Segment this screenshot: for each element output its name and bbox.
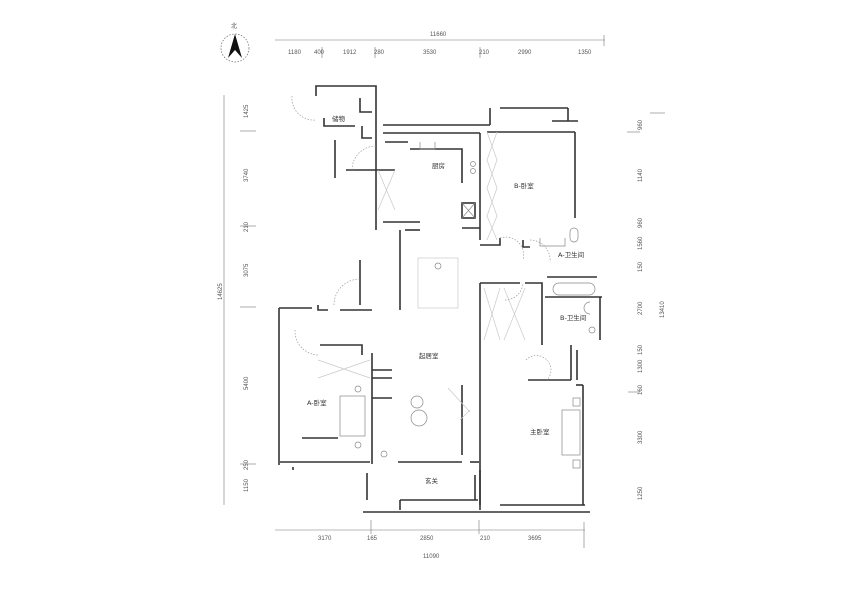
dim-label: 5400 [244, 376, 250, 390]
top-total-dim: 11660 [430, 32, 447, 38]
door-swings [291, 95, 552, 381]
left-dimension: 14625 1425 3740 210 3075 5400 250 1150 [218, 95, 256, 505]
dim-label: 3075 [244, 263, 250, 277]
room-label-bedroom-a: A-卧室 [307, 398, 327, 407]
dim-label: 160 [638, 384, 644, 395]
room-label-bathroom-b: B-卫生间 [560, 313, 586, 322]
compass-label: 北 [231, 22, 237, 30]
dim-label: 1180 [288, 50, 302, 56]
bed-icon [339, 395, 366, 437]
annotation-lines [317, 131, 526, 421]
room-label-bedroom-b: B-卧室 [514, 181, 534, 190]
dim-label: 1250 [638, 486, 644, 500]
room-label-living: 起居室 [419, 351, 439, 360]
dim-label: 3695 [528, 536, 542, 542]
stove-burner-icon [470, 161, 476, 167]
dim-label: 2990 [518, 50, 532, 56]
dim-label: 960 [638, 119, 644, 130]
bed-icon [561, 409, 581, 456]
dim-label: 1425 [244, 104, 250, 118]
stove-burner-icon [470, 168, 476, 174]
dim-label: 960 [638, 217, 644, 228]
dim-label: 150 [638, 344, 644, 355]
dim-label: 3300 [638, 430, 644, 444]
top-dimension: 11660 1180 400 1912 280 3530 210 2990 13… [275, 32, 605, 58]
left-total-dim: 14625 [218, 283, 224, 300]
dim-label: 280 [374, 50, 385, 56]
dim-label: 210 [244, 221, 250, 232]
dim-label: 165 [367, 536, 378, 542]
bottom-total-dim: 11090 [423, 554, 440, 560]
room-label-kitchen: 厨房 [432, 161, 445, 170]
room-label-bathroom-a: A-卫生间 [558, 250, 584, 259]
room-label-entry: 玄关 [425, 476, 439, 485]
walls [278, 85, 602, 513]
dim-label: 400 [314, 50, 325, 56]
dim-label: 1150 [244, 478, 250, 492]
room-label-storage: 储物 [332, 114, 346, 123]
dim-label: 250 [244, 459, 250, 470]
north-arrow-icon: 北 [220, 22, 250, 63]
dim-label: 3170 [318, 536, 332, 542]
dim-label: 1560 [638, 236, 644, 250]
dim-label: 3740 [244, 168, 250, 182]
dim-label: 1912 [343, 50, 357, 56]
dim-label: 2700 [638, 301, 644, 315]
dim-label: 210 [479, 50, 490, 56]
dim-label: 1140 [638, 168, 644, 182]
dim-label: 1350 [578, 50, 592, 56]
dim-label: 2850 [420, 536, 434, 542]
bottom-dimension: 3170 165 2850 210 3695 11090 [275, 520, 585, 560]
dim-label: 3530 [423, 50, 437, 56]
dim-label: 150 [638, 261, 644, 272]
room-labels: 储物 厨房 B-卧室 A-卫生间 B-卫生间 起居室 A-卧室 主卧室 玄关 [307, 114, 586, 485]
dim-label: 1300 [638, 359, 644, 373]
bathtub-icon [552, 282, 596, 296]
dim-label: 210 [480, 536, 491, 542]
fixtures [339, 142, 596, 469]
right-dimension: 960 1140 960 1560 150 2700 150 1300 160 … [627, 112, 666, 500]
right-total-dim: 13410 [660, 301, 666, 318]
room-label-master-bedroom: 主卧室 [530, 427, 550, 436]
